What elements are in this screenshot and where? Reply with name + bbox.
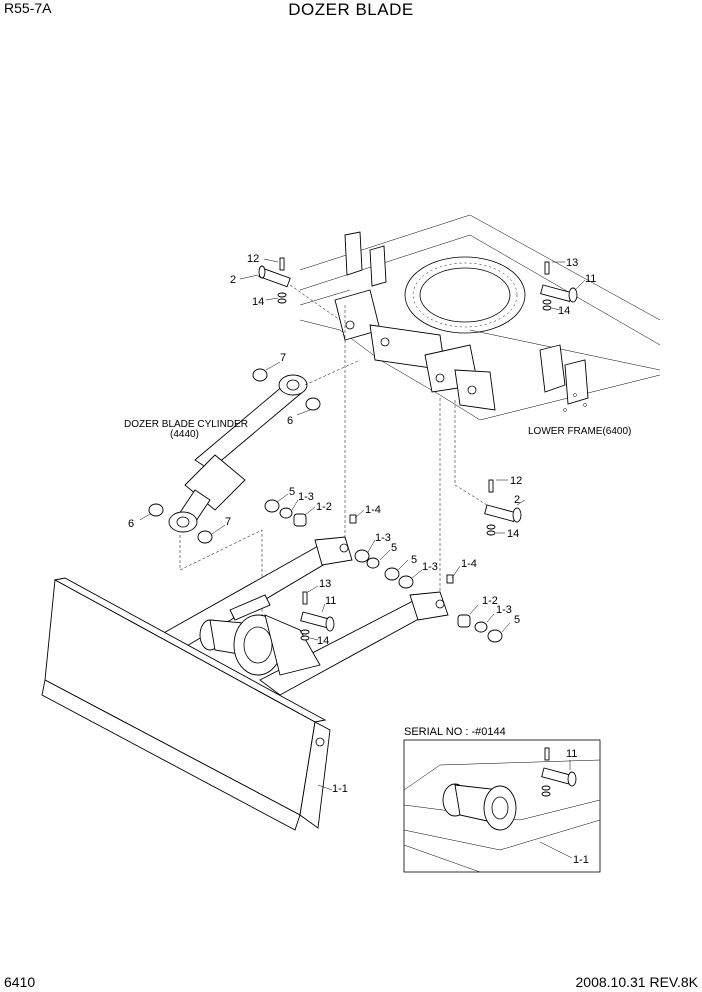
- page-number: 6410: [4, 974, 36, 990]
- callout-1-2: 1-2: [316, 501, 332, 513]
- cylinder-label: DOZER BLADE CYLINDER: [124, 419, 248, 430]
- cylinder-ref: (4440): [170, 429, 199, 440]
- serial-label: SERIAL NO : -#0144: [404, 726, 506, 738]
- lower-frame: [299, 214, 661, 421]
- callout-1-1: 1-1: [573, 854, 589, 866]
- callout-7: 7: [280, 352, 286, 364]
- blade-frame: [159, 305, 449, 696]
- callout-14: 14: [507, 528, 519, 540]
- callout-1-3: 1-3: [496, 604, 512, 616]
- callout-14: 14: [252, 296, 264, 308]
- pin-assembly-upper-right: [540, 261, 586, 311]
- callout-1-3: 1-3: [298, 491, 314, 503]
- callout-1-1: 1-1: [332, 783, 348, 795]
- callout-6: 6: [287, 415, 293, 427]
- callout-labels: 12 2 14 13 11 14 7 6 12 2 14 5 1-3 1-2 6…: [124, 253, 631, 866]
- date-revision: 2008.10.31 REV.8K: [575, 974, 698, 990]
- callout-5: 5: [289, 486, 295, 498]
- callout-6: 6: [128, 518, 134, 530]
- serial-inset: [403, 739, 601, 873]
- callout-11: 11: [325, 595, 336, 607]
- callout-1-2: 1-2: [482, 595, 498, 607]
- callout-7: 7: [225, 516, 231, 528]
- frame-label: LOWER FRAME(6400): [528, 426, 631, 437]
- callout-1-4: 1-4: [365, 504, 381, 516]
- callout-1-3: 1-3: [375, 532, 391, 544]
- callout-2: 2: [514, 494, 520, 506]
- page-title: DOZER BLADE: [288, 0, 414, 19]
- callout-1-3: 1-3: [422, 561, 438, 573]
- pin-assembly-upper-left: [239, 257, 341, 321]
- dozer-blade-cylinder: [139, 359, 361, 650]
- callout-11: 11: [585, 273, 596, 285]
- callout-12: 12: [247, 253, 259, 265]
- callout-13: 13: [566, 257, 578, 269]
- blade: [41, 577, 333, 831]
- callout-11: 11: [566, 748, 577, 760]
- model-code: R55-7A: [4, 0, 52, 16]
- pin-assembly-right-middle: [454, 400, 526, 536]
- callout-14: 14: [317, 635, 329, 647]
- callout-2: 2: [230, 274, 236, 286]
- callout-14: 14: [558, 305, 570, 317]
- callout-5: 5: [411, 554, 417, 566]
- callout-1-4: 1-4: [461, 558, 477, 570]
- callout-5: 5: [391, 542, 397, 554]
- callout-12: 12: [510, 475, 522, 487]
- callout-5: 5: [514, 614, 520, 626]
- bushings-and-seals: [264, 493, 511, 643]
- callout-13: 13: [319, 578, 331, 590]
